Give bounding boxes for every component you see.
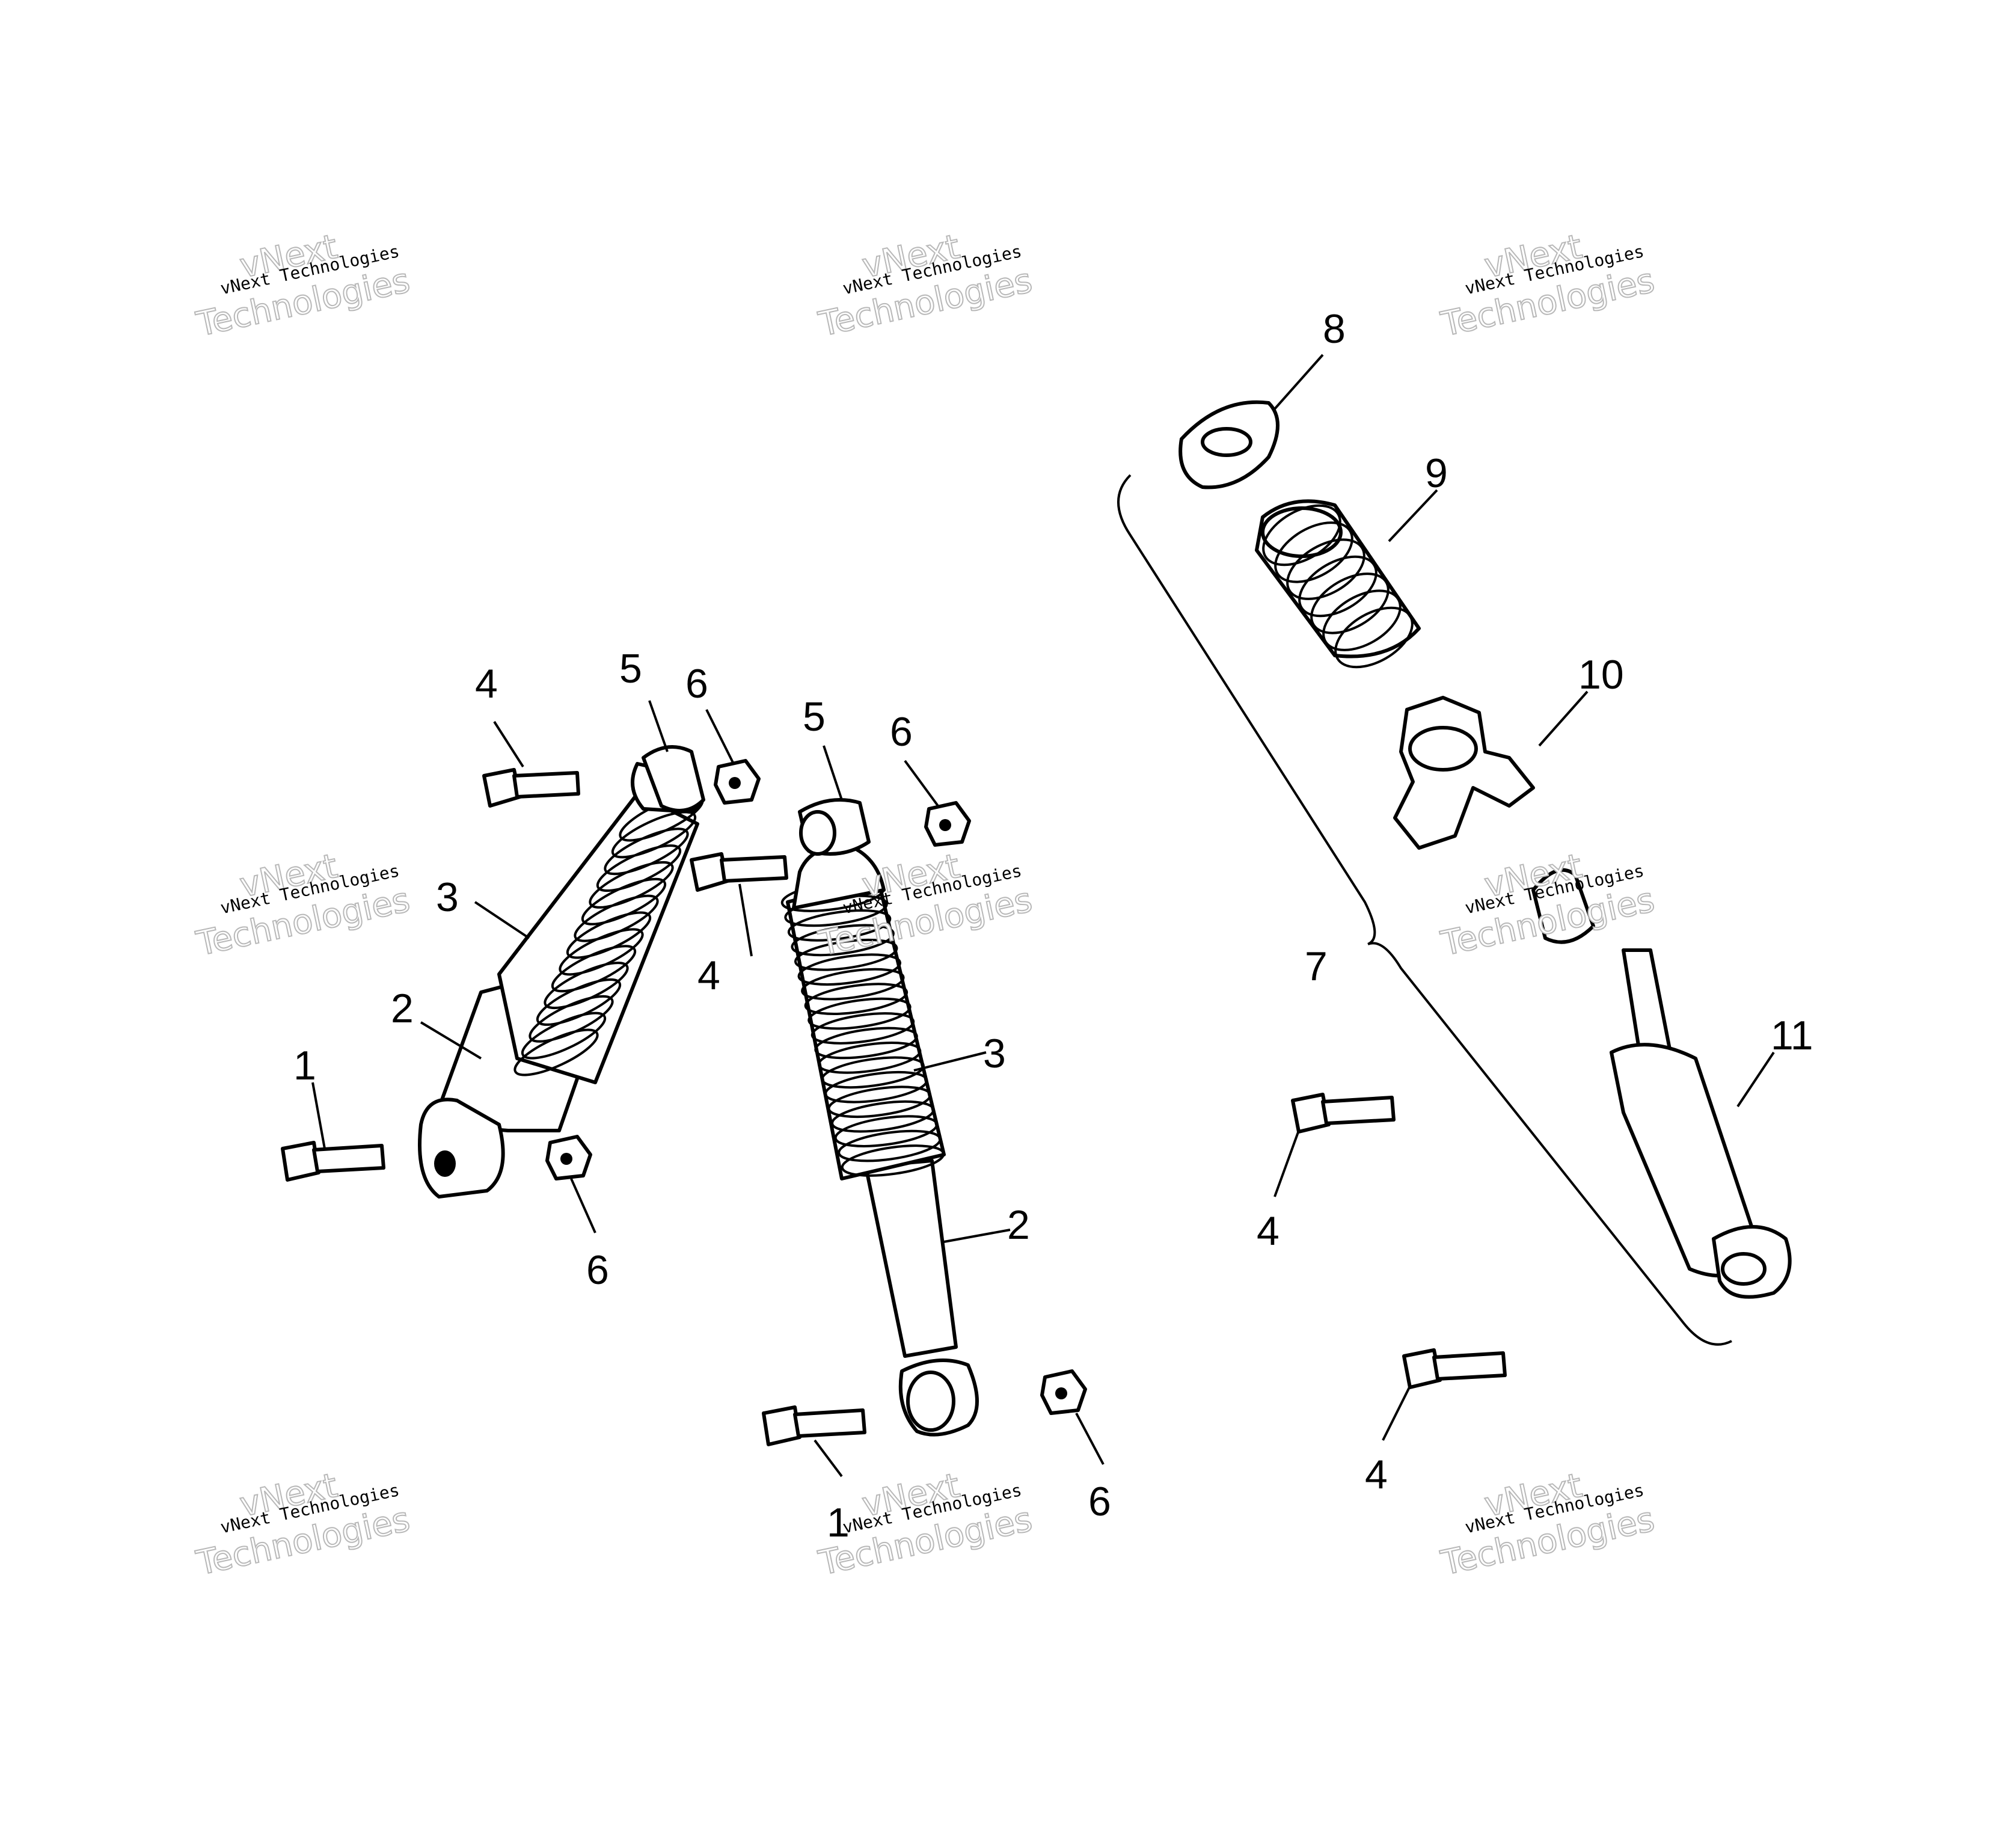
callout-1: 1	[293, 1043, 316, 1088]
callout-1: 1	[827, 1500, 850, 1546]
callout-8: 8	[1323, 306, 1346, 352]
watermark: vNext vNext Technologies Technologies	[815, 227, 1036, 345]
spring-coil	[831, 1100, 935, 1133]
callout-6: 6	[890, 709, 913, 755]
spring-coil	[804, 983, 909, 1015]
callout-2: 2	[391, 986, 414, 1031]
spring-coil	[801, 968, 905, 1001]
nut-6-bottom	[1040, 1369, 1087, 1415]
spring-coil	[1310, 573, 1390, 634]
spring-coil	[824, 1070, 928, 1104]
spring-coil	[1322, 589, 1402, 651]
watermark: vNext vNext Technologies Technologies	[1437, 1466, 1658, 1584]
bolt-1-left	[281, 1141, 385, 1182]
callout-11: 11	[1771, 1013, 1813, 1058]
callout-4: 4	[1365, 1452, 1388, 1497]
watermark: vNext vNext Technologies Technologies	[1437, 227, 1658, 345]
spring-coil	[811, 1012, 915, 1045]
spring-coil	[1298, 555, 1377, 618]
spring-coil	[791, 924, 895, 957]
callout-6: 6	[586, 1247, 609, 1293]
left-shock-absorber	[418, 745, 705, 1199]
spring-coil	[817, 1042, 922, 1074]
spring-coil	[787, 909, 892, 942]
bolt-4-top-left	[482, 768, 580, 808]
callout-5: 5	[619, 646, 642, 692]
spring-coil	[794, 938, 898, 971]
spring-coil	[841, 1144, 945, 1177]
nut-6-top-left	[714, 759, 761, 805]
callout-3: 3	[436, 874, 459, 920]
middle-spring	[780, 876, 946, 1180]
watermark: vNext vNext Technologies Technologies	[192, 846, 414, 965]
callout-labels: 4 5 6 5 6 3 4 2 1 6 3 2 1 6 8 9 10 7 11 …	[293, 306, 1813, 1546]
watermark: vNext vNext Technologies Technologies	[1437, 846, 1658, 965]
bolt-4-right-lower	[1402, 1348, 1507, 1389]
spring-coil	[807, 997, 912, 1030]
watermark: vNext vNext Technologies Technologies	[192, 1466, 414, 1584]
spring-coil	[1262, 504, 1341, 566]
assembly-bracket-7	[1117, 474, 1732, 1346]
callout-4: 4	[475, 661, 498, 707]
spring-coil	[1334, 606, 1414, 669]
adjuster-ring-10	[1393, 696, 1535, 850]
spring-coil	[1274, 521, 1353, 583]
spring-coil	[821, 1056, 925, 1089]
callout-3: 3	[983, 1031, 1006, 1076]
callout-9: 9	[1425, 450, 1448, 496]
shock-body-11	[1531, 868, 1792, 1299]
spring-coil	[513, 1028, 599, 1076]
spring-coil	[814, 1027, 918, 1060]
spring-coil	[838, 1129, 942, 1162]
right-shock-absorber	[780, 798, 979, 1437]
bolt-4-right-upper	[1291, 1093, 1396, 1134]
callout-2: 2	[1007, 1202, 1030, 1248]
callout-4: 4	[1257, 1208, 1279, 1254]
top-bushing-middle	[798, 798, 871, 856]
watermark: vNext vNext Technologies Technologies	[192, 227, 414, 345]
leader-lines	[311, 354, 1775, 1478]
spring-9	[1255, 499, 1421, 669]
spring-coil	[1286, 538, 1365, 600]
spring-coil	[827, 1085, 932, 1119]
callout-6: 6	[685, 661, 708, 707]
nut-6-top-right	[924, 801, 971, 847]
bolt-4-middle	[690, 852, 788, 892]
spring-coil	[834, 1115, 939, 1147]
left-spring	[497, 792, 704, 1084]
callout-5: 5	[803, 694, 826, 740]
spring-coil	[797, 953, 902, 986]
callout-6: 6	[1088, 1479, 1111, 1524]
callout-7: 7	[1305, 944, 1328, 989]
bumper-8	[1178, 400, 1279, 490]
callout-4: 4	[697, 953, 720, 998]
callout-10: 10	[1578, 652, 1624, 698]
nut-6-left-lower	[545, 1135, 592, 1180]
spring-coil	[521, 1011, 607, 1060]
bolt-1-bottom	[762, 1405, 866, 1446]
